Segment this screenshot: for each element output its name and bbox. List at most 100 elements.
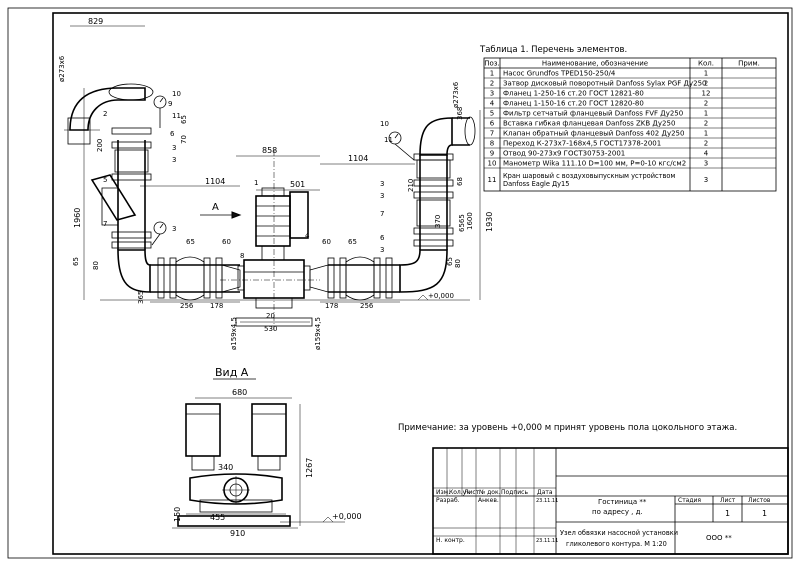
svg-text:2: 2 (490, 80, 494, 88)
tb-date-2: 23.11.11 (536, 538, 558, 544)
svg-text:Фланец 1-250-16 ст.20 ГОСТ 128: Фланец 1-250-16 ст.20 ГОСТ 12821-80 (503, 90, 644, 98)
check-valve (416, 199, 451, 227)
dim-80-left: 80 (92, 261, 100, 270)
dim-60-right: 60 (322, 238, 331, 246)
tb-razrab-name: Анкев. (478, 497, 499, 504)
svg-text:10: 10 (380, 120, 389, 128)
svg-text:9: 9 (168, 100, 172, 108)
arrow-right-icon (231, 211, 242, 219)
tb-object: Гостиница ** (598, 498, 647, 506)
pump-motor-left (185, 403, 221, 457)
tb-h-kolich: Кол.уч (449, 489, 470, 496)
dim-80-right: 80 (454, 259, 462, 268)
tb-drawing-title-2: гликолевого контура. М 1:20 (566, 540, 667, 548)
view-a-label: Вид А (215, 366, 249, 379)
tb-drawing-title-1: Узел обвязки насосной установки (560, 529, 678, 537)
table-row: 8 Переход К-273х7-168х4,5 ГОСТ17378-2001… (490, 140, 708, 148)
pump-casing (189, 473, 283, 505)
tb-stage-h: Стадия (678, 497, 701, 504)
dim-530: 530 (264, 325, 277, 333)
svg-text:3: 3 (490, 90, 494, 98)
tb-h-list: Лист (464, 489, 480, 496)
flange (111, 241, 152, 249)
dim-65-pipe-right: 65 (348, 238, 357, 246)
dim-910: 910 (230, 529, 245, 538)
svg-text:10: 10 (488, 160, 497, 168)
tb-h-doc: № док. (479, 489, 501, 496)
table-row: 2 Затвор дисковый поворотный Danfoss Syl… (490, 80, 708, 88)
tb-address: по адресу , д. (592, 508, 643, 516)
dim-d273-left: ø273x6 (58, 55, 66, 82)
th-pos: Поз. (484, 60, 500, 68)
dim-858: 858 (262, 146, 277, 155)
svg-text:6: 6 (170, 130, 175, 138)
dim-370: 370 (434, 215, 442, 228)
svg-text:4: 4 (305, 232, 310, 240)
svg-text:11: 11 (172, 112, 181, 120)
elbow-top-left (69, 87, 146, 131)
table-border (483, 57, 777, 192)
dim-256-left: 256 (180, 302, 194, 310)
svg-text:3: 3 (380, 180, 384, 188)
svg-text:Фланец 1-150-16 ст.20 ГОСТ 128: Фланец 1-150-16 ст.20 ГОСТ 12820-80 (503, 100, 644, 108)
dim-340: 340 (218, 463, 233, 472)
table-title: Таблица 1. Перечень элементов. (479, 45, 627, 55)
dim-455: 455 (210, 513, 225, 522)
elbow-bottom-right (399, 249, 448, 293)
base-frame (177, 515, 291, 527)
note-text: Примечание: за уровень +0,000 м принят у… (398, 423, 737, 433)
svg-text:8: 8 (240, 252, 244, 260)
th-note: Прим. (738, 60, 760, 68)
title-block: Изм. Кол.уч Лист № док. Подпись Дата Раз… (432, 447, 789, 555)
svg-text:3: 3 (172, 225, 176, 233)
elbow-bottom-left (117, 249, 151, 293)
svg-text:6: 6 (490, 120, 495, 128)
svg-text:1: 1 (704, 110, 708, 118)
dim-256-right: 256 (360, 302, 374, 310)
svg-text:1: 1 (254, 179, 258, 187)
outer-frame (7, 7, 793, 559)
dim-365: 365 (137, 291, 145, 304)
svg-text:Переход К-273х7-168х4,5 ГОСТ17: Переход К-273х7-168х4,5 ГОСТ17378-2001 (503, 140, 661, 148)
svg-text:10: 10 (172, 90, 181, 98)
svg-text:Вставка гибкая фланцевая Danfo: Вставка гибкая фланцевая Danfoss ZKB Ду2… (503, 120, 675, 128)
table-row: 1 Насос Grundfos TPED150-250/4 1 (490, 70, 708, 78)
svg-text:3: 3 (704, 176, 708, 184)
svg-text:1: 1 (704, 70, 708, 78)
th-name: Наименование, обозначение (542, 60, 648, 68)
flex-insert (345, 256, 375, 301)
pump-motor-right (251, 403, 287, 457)
dim-d159-right: ø159x4,5 (314, 317, 322, 350)
svg-text:4: 4 (704, 150, 709, 158)
dim-d273-right: ø273x6 (452, 81, 460, 108)
svg-text:11: 11 (384, 136, 393, 144)
dim-65-right: 65 (446, 257, 454, 266)
table-row: 5 Фильтр сетчатый фланцевый Danfoss FVF … (490, 110, 708, 118)
svg-text:1: 1 (704, 130, 708, 138)
tb-h-sign: Подпись (501, 489, 528, 496)
svg-text:7: 7 (490, 130, 494, 138)
svg-text:7: 7 (103, 220, 107, 228)
dim-1930: 1930 (485, 212, 494, 232)
table-row: 6 Вставка гибкая фланцевая Danfoss ZKB Д… (490, 120, 708, 128)
dim-1104-left: 1104 (205, 177, 225, 186)
dim-60-left: 60 (222, 238, 231, 246)
svg-text:8: 8 (490, 140, 494, 148)
position-callouts: 1 2 3 3 3 3 4 5 6 6 7 7 8 9 10 10 11 11 … (103, 90, 393, 260)
svg-text:Отвод 90-273х9 ГОСТ30753-2001: Отвод 90-273х9 ГОСТ30753-2001 (503, 150, 625, 158)
dim-178-left: 178 (210, 302, 223, 310)
elements-table: Таблица 1. Перечень элементов. Поз. Наим… (479, 45, 777, 192)
level-view-a: +0,000 (332, 512, 362, 521)
tb-h-date: Дата (537, 489, 553, 496)
tb-sheet-h: Лист (720, 497, 736, 504)
dim-68: 68 (456, 177, 464, 186)
dim-680: 680 (232, 388, 247, 397)
tb-org: ООО ** (706, 534, 732, 542)
flex-insert-left (114, 149, 149, 173)
svg-text:3: 3 (704, 160, 708, 168)
dim-501: 501 (290, 180, 305, 189)
svg-text:9: 9 (490, 150, 494, 158)
butterfly-valve (416, 159, 451, 179)
svg-text:7: 7 (380, 210, 384, 218)
